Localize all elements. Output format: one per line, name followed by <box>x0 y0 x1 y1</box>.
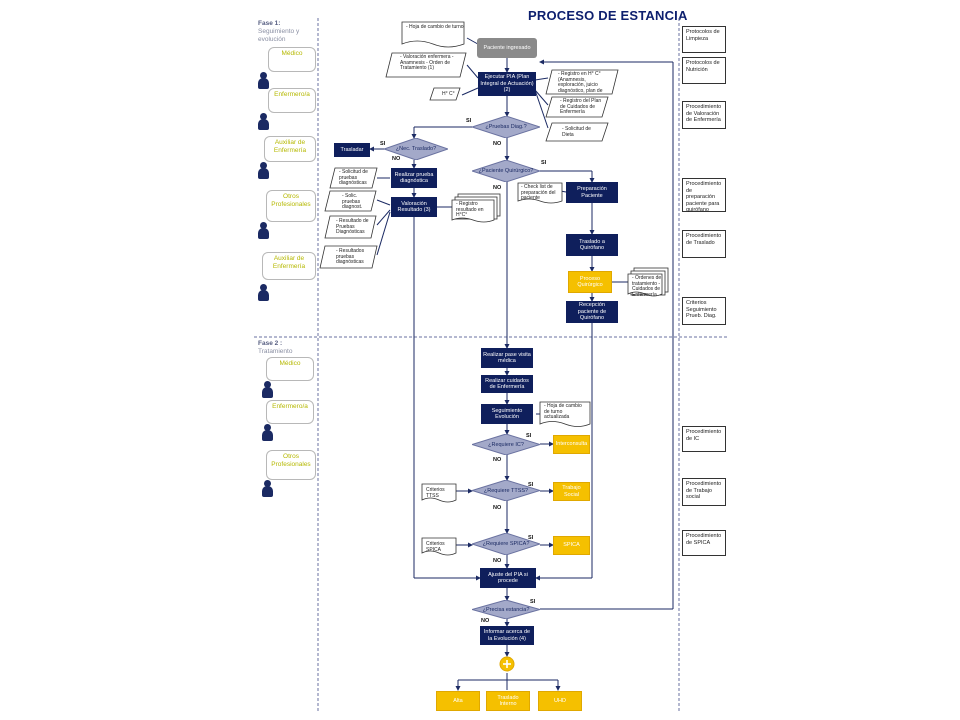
label-si: SI <box>528 535 534 541</box>
node-valoracion-resultado: Valoración Resultado (3) <box>391 197 437 217</box>
node-paciente-ingresado: Paciente ingresado <box>477 38 537 58</box>
node-paciente-quirurgico-label: ¿Paciente Quirúrgico? <box>478 168 534 174</box>
node-requiere-ttss-label: ¿Requiere TTSS? <box>483 487 529 494</box>
node-proceso-quirurgico: Proceso Quirúrgico <box>568 271 612 293</box>
node-nec-traslado: ¿Nec. Traslado? <box>384 138 448 160</box>
node-requiere-ic-label: ¿Requiere IC? <box>488 441 524 448</box>
person-icon <box>258 72 269 90</box>
ref-criterios-seguimiento: Criterios Seguimiento Prueb. Diag. <box>682 297 726 325</box>
node-interconsulta: Interconsulta <box>553 435 590 454</box>
node-spica: SPICA <box>553 536 590 555</box>
node-trasladar: Trasladar <box>334 143 370 157</box>
page-title: PROCESO DE ESTANCIA <box>528 8 688 23</box>
phase2-label: Fase 2 : <box>258 340 283 347</box>
node-paciente-quirurgico: ¿Paciente Quirúrgico? <box>472 160 540 182</box>
node-precisa-estancia-label: ¿Precisa estancia? <box>482 606 530 613</box>
person-icon <box>262 381 273 399</box>
node-pruebas-diag: ¿Pruebas Diag.? <box>472 116 540 138</box>
ref-proc-ic: Procedimiento de IC <box>682 426 726 452</box>
node-seguimiento-evolucion: Seguimiento Evolución <box>481 404 533 424</box>
doc-registro-resultado: - Registro resultado en H°C° <box>456 201 484 218</box>
node-uhd: UHD <box>538 691 582 711</box>
role-enfermero-2: Enfermero/a <box>266 400 314 424</box>
doc-resultados-pruebas: - Resultados pruebas diagnósticas <box>336 248 365 265</box>
phase2-subtitle: Tratamiento <box>258 348 293 355</box>
ref-protocolos-limpieza: Protocolos de Limpieza <box>682 26 726 53</box>
node-realizar-pase: Realizar pase visita médica <box>481 348 533 368</box>
doc-solicitud-dieta: - Solicitud de Dieta <box>562 126 591 138</box>
label-si: SI <box>530 599 536 605</box>
node-requiere-spica-label: ¿Requiere SPICA? <box>482 541 530 547</box>
role-otros: Otros Profesionales <box>266 190 316 222</box>
doc-ordenes-tratamiento: - Órdenes de tratamiento - Cuidados de E… <box>632 275 662 298</box>
label-no: NO <box>481 618 490 624</box>
doc-hoja-cambio-turno: - Hoja de cambio de turno <box>406 24 464 30</box>
doc-valoracion-enfermera: - Valoración enfermera - Anamnesis - Ord… <box>400 54 454 71</box>
label-si: SI <box>380 141 386 147</box>
node-realizar-cuidados: Realizar cuidados de Enfermería <box>481 375 533 393</box>
ref-proc-traslado: Procedimiento de Traslado <box>682 230 726 258</box>
person-icon <box>258 222 269 240</box>
phase2-header: Fase 2 : Tratamiento <box>258 340 318 356</box>
label-no: NO <box>493 185 502 191</box>
label-si: SI <box>466 118 472 124</box>
doc-hoja-cambio-actualizada: - Hoja de cambio de turno actualizada <box>544 403 582 420</box>
label-no: NO <box>392 156 401 162</box>
doc-solic-pruebas: - Solic. pruebas diagnost. <box>342 193 363 210</box>
node-realizar-prueba: Realizar prueba diagnóstica <box>391 168 437 188</box>
phase1-subtitle: Seguimiento y evolución <box>258 28 300 43</box>
doc-criterios-spica: Criterios SPICA <box>426 541 445 553</box>
doc-registro-plan-cuidados: - Registro del Plan de Cuidados de Enfer… <box>560 98 602 115</box>
node-trabajo-social: Trabajo Social <box>553 482 590 501</box>
role-medico-2: Médico <box>266 357 314 381</box>
label-si: SI <box>528 482 534 488</box>
node-requiere-ttss: ¿Requiere TTSS? <box>472 480 540 501</box>
person-icon <box>258 284 269 302</box>
label-no: NO <box>493 505 502 511</box>
label-no: NO <box>493 457 502 463</box>
label-si: SI <box>526 433 532 439</box>
label-no: NO <box>493 558 502 564</box>
phase1-header: Fase 1: Seguimiento y evolución <box>258 20 318 44</box>
role-auxiliar: Auxiliar de Enfermería <box>264 136 316 162</box>
person-icon <box>258 113 269 131</box>
person-icon <box>258 162 269 180</box>
phase1-label: Fase 1: <box>258 20 281 27</box>
doc-checklist: - Check list de preparación del paciente <box>521 184 556 201</box>
node-requiere-ic: ¿Requiere IC? <box>472 434 540 455</box>
node-preparacion-paciente: Preparación Paciente <box>566 182 618 203</box>
person-icon <box>262 424 273 442</box>
node-informar-evolucion: Informar acerca de la Evolución (4) <box>480 626 534 645</box>
node-precisa-estancia: ¿Precisa estancia? <box>472 600 540 619</box>
doc-solicitud-prueba: - Solicitud de pruebas diagnósticas <box>339 169 368 186</box>
role-otros-2: Otros Profesionales <box>266 450 316 480</box>
doc-hc: H° C° <box>442 91 455 97</box>
node-ajuste-pia: Ajuste del PIA si procede <box>480 568 536 588</box>
node-alta: Alta <box>436 691 480 711</box>
ref-protocolos-nutricion: Protocolos de Nutrición <box>682 57 726 84</box>
doc-resultado-pruebas: - Resultado de Pruebas Diagnósticas <box>336 218 369 235</box>
ref-proc-valoracion-enfermeria: Procedimiento de Valoración de Enfermerí… <box>682 101 726 129</box>
node-ejecutar-pia: Ejecutar PIA (Plan Integral de Actuación… <box>478 72 536 96</box>
node-traslado-interno: Traslado Interno <box>486 691 530 711</box>
label-si: SI <box>541 160 547 166</box>
label-no: NO <box>493 141 502 147</box>
node-requiere-spica: ¿Requiere SPICA? <box>472 533 540 555</box>
node-pruebas-diag-label: ¿Pruebas Diag.? <box>485 124 527 130</box>
ref-proc-spica: Procedimiento de SPICA <box>682 530 726 556</box>
node-traslado-quirofano: Traslado a Quirófano <box>566 234 618 256</box>
doc-criterios-ttss: Criterios TTSS <box>426 487 445 499</box>
doc-registro-hc: - Registro en H° C° (Anamnesis, explorac… <box>558 71 603 93</box>
role-enfermero: Enfermero/a <box>268 88 316 113</box>
person-icon <box>262 480 273 498</box>
role-medico: Médico <box>268 47 316 72</box>
ref-proc-trabajo-social: Procedimiento de Trabajo social <box>682 478 726 506</box>
role-auxiliar-2: Auxiliar de Enfermería <box>262 252 316 280</box>
node-nec-traslado-label: ¿Nec. Traslado? <box>395 146 437 152</box>
ref-proc-preparacion-quirofano: Procedimiento de preparación paciente pa… <box>682 178 726 213</box>
node-recepcion-paciente: Recepción paciente de Quirófano <box>566 301 618 323</box>
